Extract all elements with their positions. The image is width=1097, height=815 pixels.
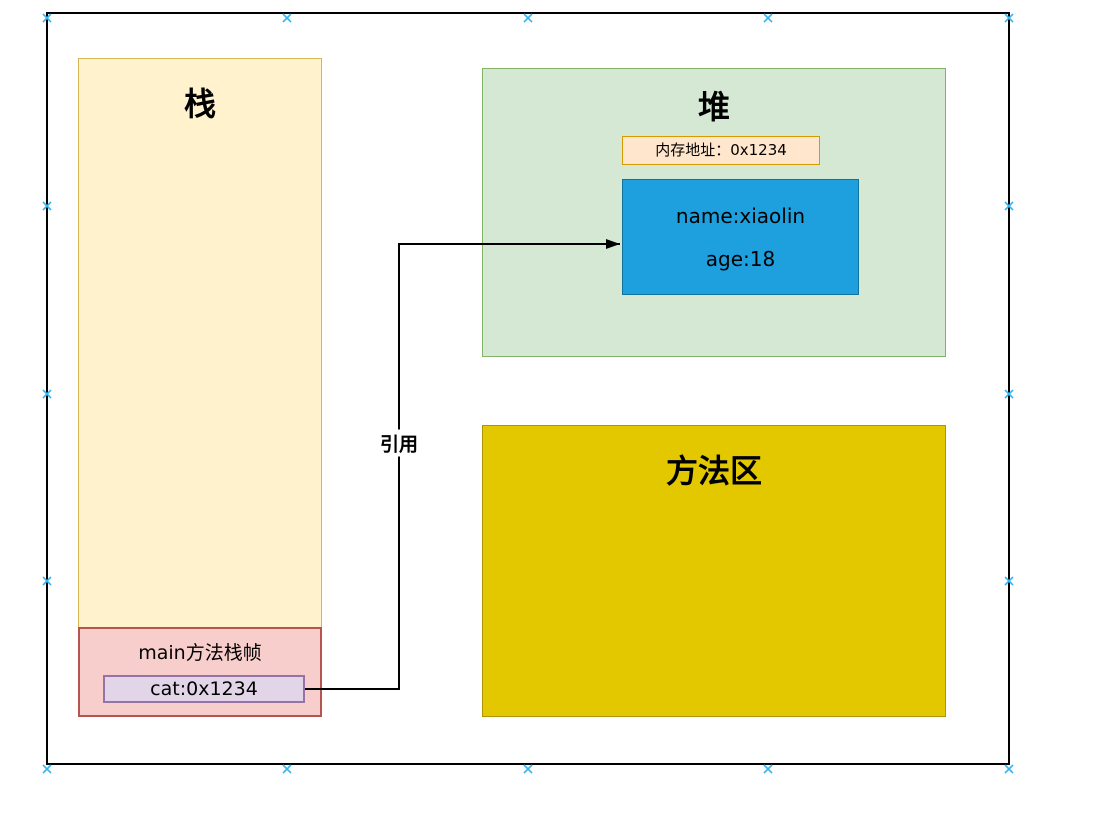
main-stack-frame-label: main方法栈帧: [138, 642, 262, 664]
memory-address-label: 内存地址：0x1234: [655, 141, 787, 159]
heap-title: 堆: [697, 88, 730, 126]
main-stack-frame[interactable]: main方法栈帧: [78, 627, 322, 717]
cat-variable-label: cat:0x1234: [150, 678, 258, 700]
object-age-line: age:18: [705, 246, 776, 271]
stack-title: 栈: [183, 85, 216, 123]
reference-edge-label: 引用: [378, 429, 420, 457]
heap-object-box[interactable]: name:xiaolin age:18: [622, 179, 859, 295]
cat-variable-box[interactable]: cat:0x1234: [103, 675, 305, 703]
object-name-line: name:xiaolin: [675, 203, 806, 228]
memory-address-box[interactable]: 内存地址：0x1234: [622, 136, 820, 165]
method-area-region[interactable]: 方法区: [482, 425, 946, 717]
method-area-title: 方法区: [665, 452, 762, 490]
stack-region[interactable]: 栈: [78, 58, 322, 717]
